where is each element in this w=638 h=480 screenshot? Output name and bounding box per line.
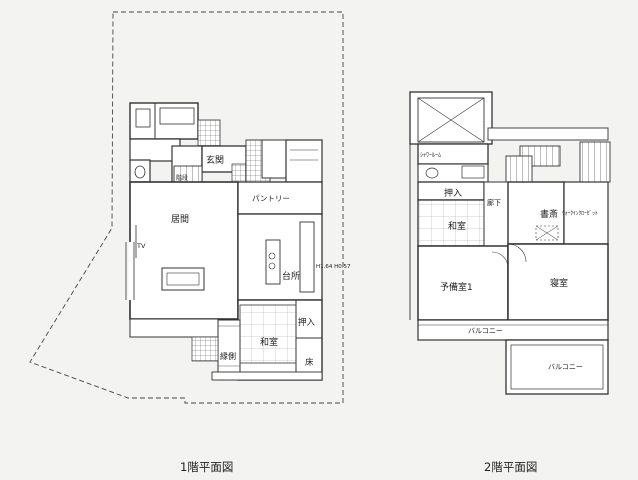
floor2-stairs-right (579, 141, 611, 183)
floor2-label-roka: 廊下 (487, 198, 501, 207)
floor1-label-kyoma: 居間 (171, 214, 189, 225)
floor2-shosai (507, 181, 565, 245)
floor2-label-shinshitsu: 寝室 (550, 277, 568, 289)
floor1-caption: 1階平面図 (180, 460, 233, 474)
floor1-label-toko: 床 (305, 357, 314, 368)
floor1-site-boundary (29, 11, 344, 404)
floor2-label-yobi: 予備室1 (440, 281, 473, 293)
floor2-balcony1 (417, 319, 609, 341)
floor2-label-balcony1: バルコニー (468, 327, 503, 335)
floor2-label-balcony2: バルコニー (548, 363, 583, 371)
floor2-top-void (409, 91, 493, 145)
floor1-label-tv: TV (136, 242, 146, 250)
floor2-label-shower: ｼｬﾜｰﾙｰﾑ (420, 152, 441, 159)
floor1-label-daidokoro: 台所 (282, 270, 300, 282)
floor2-corridor (483, 181, 509, 247)
floor1-label-washitsu: 和室 (260, 336, 278, 348)
floor2-walkin (563, 181, 609, 245)
floor2-balcony2 (505, 339, 609, 395)
floor2-label-washitsu: 和室 (448, 220, 466, 232)
floor1-engawa (217, 319, 241, 381)
floor1-label-oshiire: 押入 (298, 317, 316, 328)
floor1-label-annotation: H1.64 H0.57 (316, 264, 351, 270)
floor1-label-genkan: 玄関 (206, 154, 224, 166)
floor2-plan (409, 91, 611, 395)
floor1-washitsu-tatami (239, 304, 297, 364)
floor1-tile-area (197, 119, 221, 147)
floor2-label-walkin: ｳｫｰｸｲﾝｸﾛｰｾﾞｯﾄ (562, 210, 598, 217)
floor1-label-pantry: パントリー (252, 194, 290, 203)
floor1-living (129, 181, 239, 320)
floor2-labels: ｼｬﾜｰﾙｰﾑ 押入 廊下 書斎 和室 ｳｫｰｸｲﾝｸﾛｰｾﾞｯﾄ 予備室1 寝… (420, 152, 598, 371)
floor1-pantry (237, 181, 323, 215)
floor1-table (161, 267, 205, 291)
floor1-bath (129, 102, 199, 140)
floor2-bedroom (507, 243, 609, 321)
floor1-label-kaidan: 階段 (176, 174, 188, 182)
floor1-label-engawa: 縁側 (220, 351, 236, 361)
floor1-labels: 玄関 パントリー 居間 TV 台所 押入 和室 縁側 床 階段 H1.64 H0… (136, 154, 351, 368)
floor1-plan (29, 11, 344, 404)
floor2-caption: 2階平面図 (484, 460, 537, 474)
floor2-label-shosai: 書斎 (540, 208, 558, 220)
floor2-label-oshiire: 押入 (444, 187, 462, 199)
